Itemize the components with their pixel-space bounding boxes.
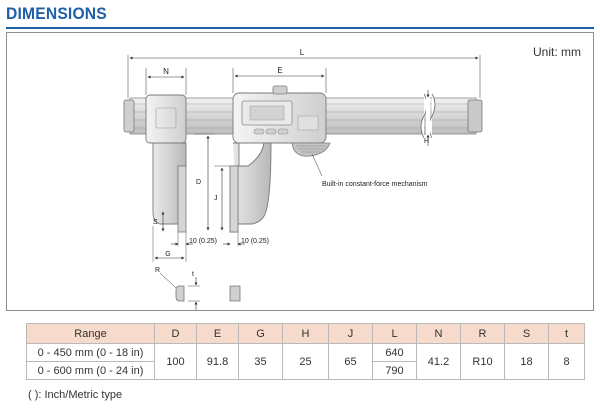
- dim-10-left: 10 (0.25): [171, 232, 217, 246]
- header-S: S: [504, 323, 549, 344]
- dim-D: D: [194, 133, 214, 231]
- header-D: D: [154, 323, 197, 344]
- label-N: N: [163, 67, 169, 76]
- header-L: L: [372, 323, 417, 344]
- slider-body: [229, 85, 331, 233]
- beam-end-knob: [123, 99, 135, 133]
- range-cell: 0 - 600 mm (0 - 24 in): [26, 361, 155, 380]
- constant-force-mechanism: [291, 142, 331, 157]
- value-J: 65: [328, 343, 373, 380]
- footnote: ( ): Inch/Metric type: [28, 389, 123, 401]
- label-t: t: [192, 271, 194, 278]
- label-R: R: [155, 267, 160, 274]
- header-E: E: [196, 323, 239, 344]
- jaw-tip-detail: R t: [155, 267, 241, 310]
- value-L: 640: [372, 343, 417, 362]
- dim-S: S: [153, 211, 165, 232]
- table-row: 0 - 600 mm (0 - 24 in) 790: [26, 361, 585, 380]
- button-icon: [265, 128, 277, 135]
- value-t: 8: [548, 343, 585, 380]
- value-R: R10: [460, 343, 505, 380]
- button-icon: [277, 128, 289, 135]
- header-H: H: [282, 323, 329, 344]
- label-10-left: 10 (0.25): [189, 238, 217, 245]
- fine-adjust-knob: [272, 85, 288, 95]
- label-G: G: [165, 251, 170, 258]
- dim-L: L: [127, 48, 481, 98]
- dim-J: J: [214, 165, 230, 231]
- value-D: 100: [154, 343, 197, 380]
- fixed-jaw: [145, 94, 187, 233]
- dim-G: G: [152, 226, 187, 262]
- label-S: S: [153, 219, 158, 226]
- header-G: G: [238, 323, 283, 344]
- header-range: Range: [26, 323, 155, 344]
- page-title: DIMENSIONS: [6, 4, 107, 23]
- value-E: 91.8: [196, 343, 239, 380]
- header-N: N: [416, 323, 461, 344]
- label-D: D: [196, 179, 201, 186]
- table-row: 0 - 450 mm (0 - 18 in) 100 91.8 35 25 65…: [26, 343, 585, 380]
- label-E: E: [277, 66, 282, 75]
- label-10-right: 10 (0.25): [241, 238, 269, 245]
- label-mechanism: Built-in constant-force mechanism: [322, 181, 428, 188]
- header-R: R: [460, 323, 505, 344]
- dim-H: H: [424, 90, 430, 146]
- dim-E: E: [232, 66, 327, 93]
- table-header-row: Range D E G H J L N R S t: [26, 323, 585, 344]
- mechanism-callout: Built-in constant-force mechanism: [311, 153, 428, 188]
- dim-N: N: [145, 67, 187, 95]
- header-J: J: [328, 323, 373, 344]
- label-L: L: [300, 48, 305, 57]
- value-N: 41.2: [416, 343, 461, 380]
- button-icon: [253, 128, 265, 135]
- value-S: 18: [504, 343, 549, 380]
- range-cell: 0 - 450 mm (0 - 18 in): [26, 343, 155, 362]
- value-H: 25: [282, 343, 329, 380]
- dim-10-right: 10 (0.25): [223, 232, 269, 246]
- unit-label: Unit: mm: [533, 45, 581, 59]
- diagram-frame: [6, 32, 594, 311]
- value-G: 35: [238, 343, 283, 380]
- label-J: J: [214, 195, 218, 202]
- header-t: t: [548, 323, 585, 344]
- title-underline: [6, 27, 594, 29]
- label-H: H: [424, 138, 429, 145]
- value-L: 790: [372, 361, 417, 380]
- specs-table: Range D E G H J L N R S t 0 - 450 mm (0 …: [26, 323, 585, 380]
